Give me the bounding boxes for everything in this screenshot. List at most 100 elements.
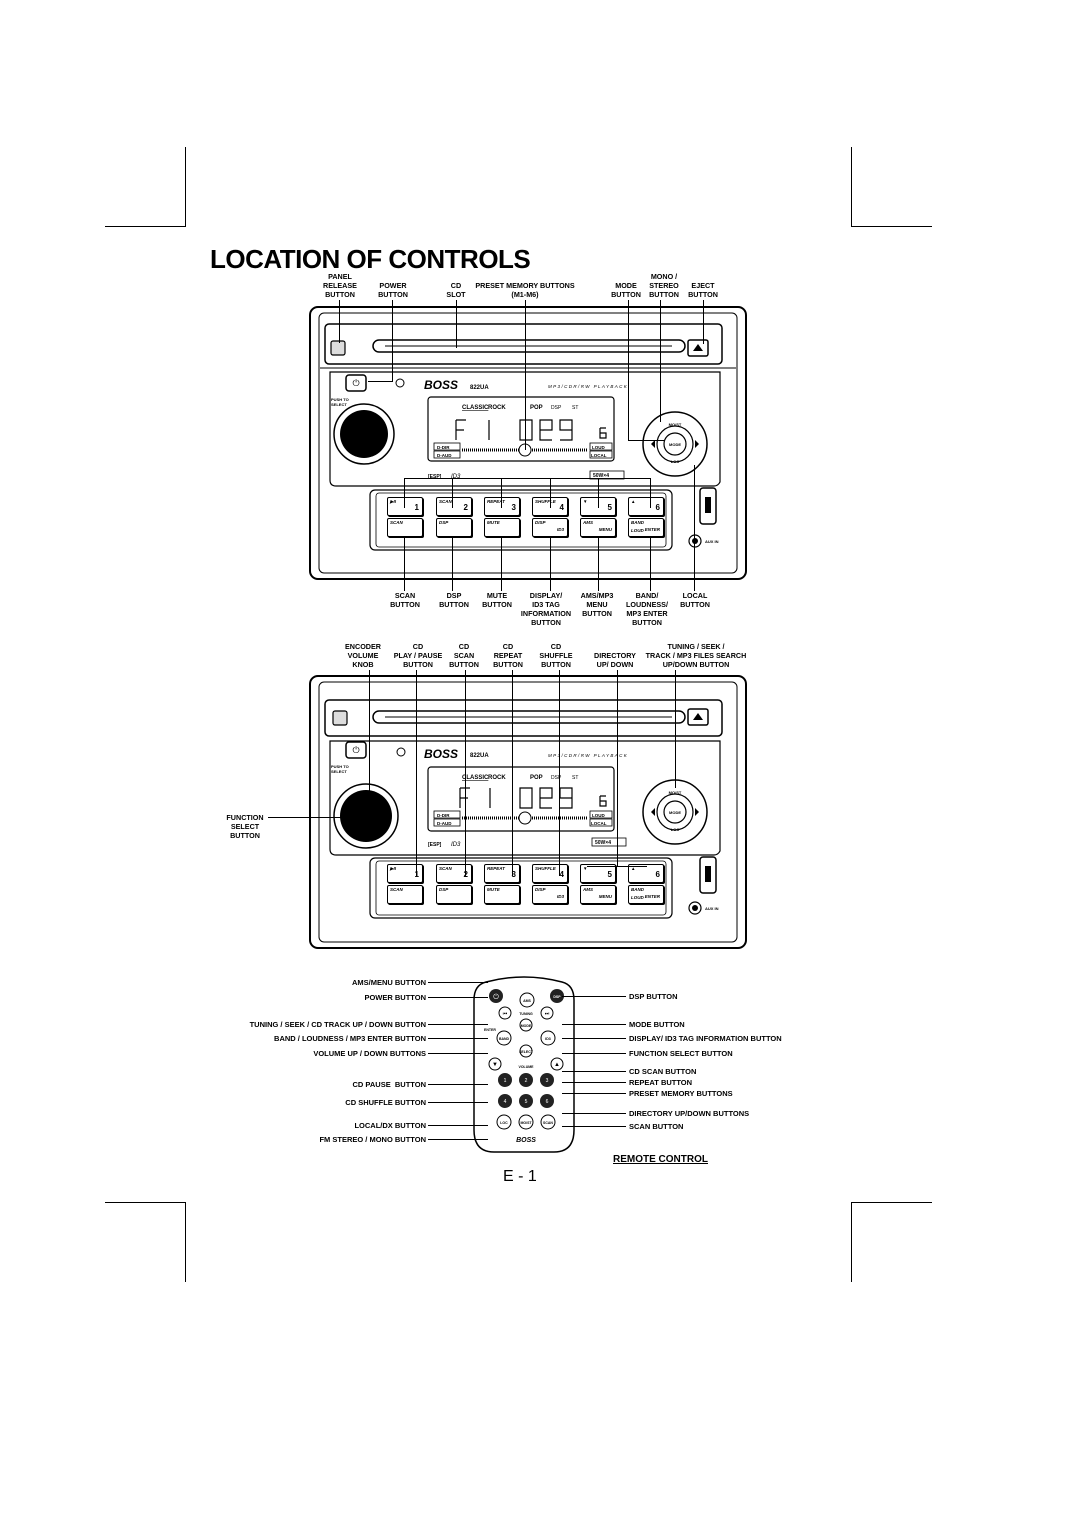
svg-text:LOCAL: LOCAL — [591, 821, 607, 826]
leader-line — [404, 538, 405, 591]
svg-text:CLASSIC: CLASSIC — [462, 405, 489, 411]
button-extra-label: LOUD — [631, 895, 644, 900]
remote-label-right: FUNCTION SELECT BUTTON — [629, 1049, 733, 1058]
button-number: 3 — [511, 503, 516, 512]
leader-line — [660, 300, 661, 422]
leader-line — [598, 478, 599, 508]
leader-line — [428, 997, 488, 998]
button-number: 4 — [559, 870, 564, 879]
crop-mark — [852, 226, 932, 227]
remote-label-right: DSP BUTTON — [629, 992, 678, 1001]
svg-text:[ESP]: [ESP] — [428, 842, 442, 848]
svg-text:AMS: AMS — [523, 999, 531, 1003]
function-button-1[interactable]: SCAN — [387, 885, 423, 904]
button-bottom-label: DSP — [439, 887, 449, 892]
leader-line — [456, 300, 457, 348]
svg-text:CLASSIC: CLASSIC — [462, 775, 489, 781]
svg-text:LOC: LOC — [671, 459, 680, 464]
preset-button-6[interactable]: ▲6 — [628, 497, 664, 516]
function-button-2[interactable]: DSP — [436, 885, 472, 904]
svg-text:DSP: DSP — [551, 775, 562, 781]
svg-text:ID3: ID3 — [545, 1037, 551, 1041]
svg-text:SELECT: SELECT — [331, 402, 347, 407]
svg-text:POP: POP — [530, 405, 543, 411]
leader-line — [562, 1082, 626, 1083]
svg-text:D-DIR: D-DIR — [437, 813, 450, 818]
label-cd-slot: CD SLOT — [446, 281, 466, 299]
svg-text:4: 4 — [504, 1099, 507, 1105]
svg-text:ST: ST — [572, 775, 578, 781]
remote-label-left: VOLUME UP / DOWN BUTTONS — [313, 1049, 426, 1058]
svg-text:TUNING: TUNING — [519, 1012, 533, 1016]
svg-text:50W×4: 50W×4 — [593, 473, 609, 479]
leader-line — [628, 300, 629, 440]
leader-line — [428, 1084, 488, 1085]
function-button-3[interactable]: MUTE — [484, 885, 520, 904]
remote-control-title: REMOTE CONTROL — [613, 1154, 708, 1165]
svg-text:BOSS: BOSS — [516, 1137, 536, 1144]
leader-line — [512, 670, 513, 876]
svg-text:▲: ▲ — [554, 1062, 560, 1068]
svg-text:1: 1 — [504, 1078, 507, 1084]
label-play-pause: CD PLAY / PAUSE BUTTON — [393, 642, 443, 669]
svg-text:D-AUD: D-AUD — [437, 453, 452, 458]
button-extra-label: LOUD — [631, 528, 644, 533]
remote-label-left: POWER BUTTON — [364, 993, 426, 1002]
preset-button-6[interactable]: ▲6 — [628, 864, 664, 883]
crop-mark — [852, 1202, 932, 1203]
svg-text:ID3: ID3 — [451, 842, 461, 848]
page-title: LOCATION OF CONTROLS — [210, 244, 531, 274]
remote-label-left: AMS/MENU BUTTON — [351, 978, 426, 987]
svg-text:LOUD: LOUD — [592, 813, 605, 818]
leader-line — [501, 478, 502, 508]
preset-button-3[interactable]: REPEAT 3 — [484, 864, 520, 883]
remote-label-right: SCAN BUTTON — [629, 1122, 684, 1131]
leader-line — [368, 381, 392, 382]
leader-line — [404, 478, 651, 479]
label-cd-scan: CD SCAN BUTTON — [449, 642, 479, 669]
remote-label-left: CD SHUFFLE BUTTON — [345, 1098, 426, 1107]
label-encoder: ENCODER VOLUME KNOB — [345, 642, 381, 669]
remote-label-left: CD PAUSE BUTTON — [352, 1080, 426, 1089]
leader-line — [703, 300, 704, 344]
label-cd-repeat: CD REPEAT BUTTON — [493, 642, 523, 669]
label-directory: DIRECTORY UP/ DOWN — [594, 651, 636, 669]
button-top-label: ▶II — [390, 866, 396, 871]
button-number: 3 — [511, 870, 516, 879]
function-button-1[interactable]: SCAN — [387, 518, 423, 537]
button-number: 6 — [655, 870, 660, 879]
svg-text:ROCK: ROCK — [488, 405, 506, 411]
svg-text:6: 6 — [546, 1099, 549, 1105]
button-extra-label: MENU — [598, 527, 612, 532]
label-preset: PRESET MEMORY BUTTONS (M1-M6) — [475, 281, 575, 299]
function-button-2[interactable]: DSP — [436, 518, 472, 537]
svg-text:PUSH TO: PUSH TO — [331, 764, 349, 769]
label-panel-release: PANEL RELEASE BUTTON — [323, 272, 357, 299]
svg-text:50W×4: 50W×4 — [595, 840, 611, 846]
button-top-label: REPEAT — [487, 866, 505, 871]
function-button-3[interactable]: MUTE — [484, 518, 520, 537]
preset-button-3[interactable]: REPEAT 3 — [484, 497, 520, 516]
leader-line — [650, 538, 651, 591]
button-number: 5 — [607, 503, 612, 512]
svg-text:SELECT: SELECT — [519, 1050, 534, 1054]
button-extra-label: MENU — [598, 894, 612, 899]
button-top-label: REPEAT — [487, 499, 505, 504]
preset-button-5[interactable]: ▼5 — [580, 864, 616, 883]
label-power: POWER BUTTON — [378, 281, 408, 299]
remote-label-left: FM STEREO / MONO BUTTON — [319, 1135, 426, 1144]
button-extra-label: ENTER — [644, 894, 660, 899]
svg-text:MODE: MODE — [521, 1024, 532, 1028]
label-local: LOCAL BUTTON — [680, 591, 710, 609]
svg-text:SELECT: SELECT — [331, 769, 347, 774]
svg-text:ID3: ID3 — [451, 474, 461, 480]
